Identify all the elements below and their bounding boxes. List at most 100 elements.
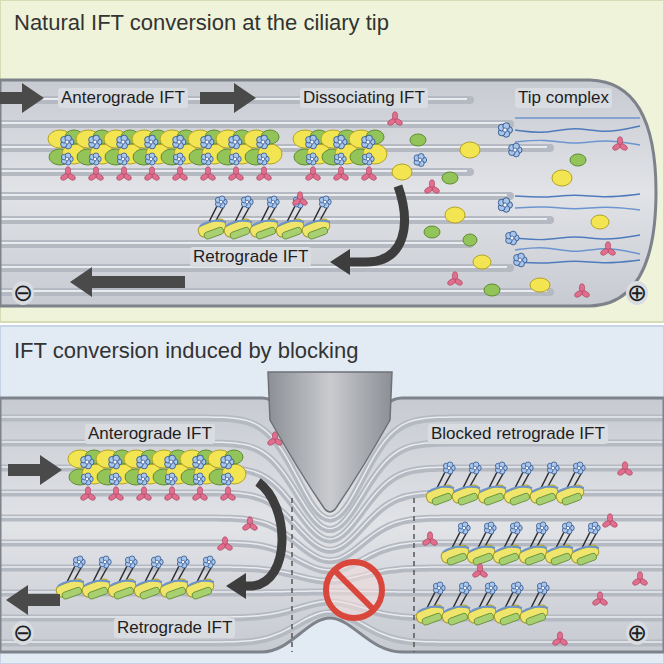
- cargo: [552, 632, 569, 647]
- ift-retro-unit: [447, 612, 468, 625]
- ift-a-flower: [306, 135, 319, 149]
- petal-center: [503, 128, 507, 132]
- petal-center: [233, 157, 236, 160]
- cargo: [612, 137, 629, 152]
- ift-b-yellow: [591, 215, 609, 229]
- structure-label: Anterograde IFT: [85, 424, 215, 444]
- petal-center: [245, 200, 248, 203]
- ift-b-yellow: [445, 207, 465, 223]
- ift-retro-unit: [525, 612, 546, 625]
- ift-retro-unit: [576, 552, 597, 565]
- ift-retro-link: [532, 487, 558, 492]
- petal-center: [197, 477, 200, 480]
- direction-arrow: [200, 83, 256, 113]
- ift-a-flower: [165, 473, 177, 485]
- petal-center: [93, 140, 97, 144]
- petal-center: [77, 560, 80, 563]
- petal-center: [93, 157, 96, 160]
- ift-a-flower: [89, 135, 102, 149]
- ift-retro-link: [188, 581, 214, 586]
- ift-retro-unit: [421, 612, 442, 625]
- cilium-body: [0, 80, 656, 306]
- ift-retro-unit: [550, 552, 571, 565]
- cargo-lobe: [472, 570, 482, 579]
- ift-a-flower: [215, 196, 227, 208]
- cargo: [600, 242, 617, 257]
- cargo-lobe: [136, 493, 146, 502]
- ift-a-flower: [99, 556, 111, 568]
- ift-a-flower: [193, 473, 205, 485]
- petal-center: [463, 586, 466, 589]
- ift-retro-unit: [191, 586, 212, 599]
- ift-retro-unit: [483, 492, 504, 505]
- petal-center: [577, 466, 580, 469]
- ift-a-flower: [414, 154, 427, 167]
- ift-retro-link: [573, 547, 599, 552]
- direction-arrow: [6, 585, 60, 615]
- cargo: [592, 592, 609, 607]
- turnaround-arrow: [348, 186, 404, 262]
- ift-retro-unit: [498, 552, 519, 565]
- petal-center: [149, 157, 152, 160]
- cargo-lobe: [267, 438, 277, 447]
- cargo: [574, 284, 591, 299]
- cargo: [108, 487, 125, 502]
- ift-retro-link: [428, 487, 454, 492]
- cargo: [164, 487, 181, 502]
- microtubules: [0, 99, 550, 292]
- ift-retro-link: [84, 581, 110, 586]
- petal-center: [515, 586, 518, 589]
- tip-filament: [515, 126, 640, 132]
- petal-center: [103, 560, 106, 563]
- ift-retro-link: [226, 221, 252, 226]
- petal-center: [462, 526, 465, 529]
- turnaround-arrowhead: [226, 573, 246, 599]
- figure-panel: IFT conversion induced by blocking: [0, 326, 664, 664]
- cargo-lobe: [422, 538, 432, 547]
- ift-a-flower: [334, 153, 346, 165]
- ift-retro-unit: [561, 492, 582, 505]
- petal-center: [177, 157, 180, 160]
- petal-center: [540, 526, 543, 529]
- ift-retro-unit: [203, 226, 224, 239]
- polarity-symbol: ⊕: [626, 621, 648, 645]
- ift-retro-link: [252, 221, 278, 226]
- petal-center: [551, 466, 554, 469]
- ift-a-flower: [145, 135, 158, 149]
- ift-a-flower: [221, 455, 234, 469]
- ift-a-flower: [514, 253, 527, 267]
- cargo-lobe: [228, 173, 238, 182]
- ift-a-flower: [221, 473, 233, 485]
- ift-a-flower: [433, 582, 445, 594]
- ift-a-flower: [151, 556, 163, 568]
- cargo: [136, 487, 153, 502]
- ift-a-flower: [81, 455, 94, 469]
- ift-a-flower: [229, 153, 241, 165]
- petal-center: [225, 460, 229, 464]
- ift-retro-link: [136, 581, 162, 586]
- petal-center: [338, 157, 341, 160]
- ift-a-flower: [536, 522, 548, 534]
- ift-a-flower: [81, 473, 93, 485]
- ift-a-flower: [177, 556, 189, 568]
- polarity-symbol: ⊖: [12, 281, 34, 305]
- cargo-lobe: [447, 278, 457, 287]
- ciliary-membrane: [0, 80, 656, 306]
- cargo-lobe: [164, 493, 174, 502]
- petal-center: [85, 460, 89, 464]
- cargo-lobe: [116, 173, 126, 182]
- ift-a-flower: [459, 582, 471, 594]
- ift-a-flower: [506, 231, 519, 245]
- petal-center: [219, 200, 222, 203]
- ift-retro-unit: [446, 552, 467, 565]
- prohibition-sign: [334, 570, 374, 610]
- petal-center: [447, 466, 450, 469]
- cargo: [228, 167, 245, 182]
- petal-center: [65, 140, 69, 144]
- ift-a-flower: [61, 153, 73, 165]
- ift-a-flower: [89, 153, 101, 165]
- ift-retro-link: [470, 607, 496, 612]
- cargo-lobe: [617, 468, 627, 477]
- tip-filament: [515, 117, 640, 119]
- cargo-lobe: [256, 173, 266, 182]
